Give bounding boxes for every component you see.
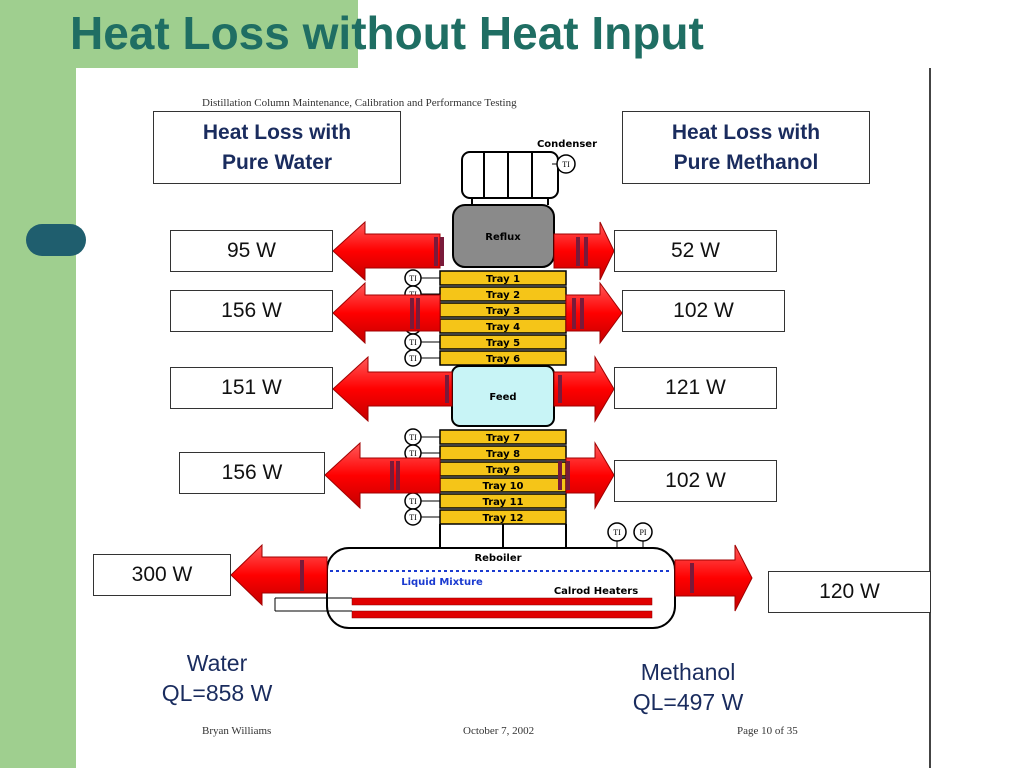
methanol-loss-upper-trays: 102 W xyxy=(622,290,785,332)
feed-label: Feed xyxy=(489,392,516,403)
heater-rod xyxy=(351,597,653,606)
right-arrow-5 xyxy=(674,544,753,612)
reflux-label: Reflux xyxy=(485,232,521,243)
water-summary: Water QL=858 W xyxy=(140,648,294,708)
water-loss-reboiler: 300 W xyxy=(93,554,231,596)
ti-label: TI xyxy=(409,449,417,458)
tray-8-label: Tray 8 xyxy=(486,449,520,460)
reboiler: TI PI Reboiler Liquid Mixture Calrod Hea… xyxy=(274,522,676,629)
methanol-summary-label: Methanol xyxy=(640,659,736,685)
tray-11-label: Tray 11 xyxy=(482,497,523,508)
right-arrow-1 xyxy=(553,221,615,281)
reboiler-ti-label: TI xyxy=(613,528,621,537)
tray-3-label: Tray 3 xyxy=(486,306,520,317)
reboiler-label: Reboiler xyxy=(474,553,521,564)
doc-footer-date: October 7, 2002 xyxy=(463,725,535,737)
right-arrow-4 xyxy=(558,441,615,510)
document-edge-line xyxy=(929,68,931,768)
condenser: Condenser TI xyxy=(461,139,597,199)
doc-footer-page: Page 10 of 35 xyxy=(737,725,798,737)
heaters-label: Calrod Heaters xyxy=(554,586,638,597)
right-arrow-2 xyxy=(565,281,623,345)
water-loss-lower-trays: 156 W xyxy=(179,452,325,494)
ti-label: TI xyxy=(409,497,417,506)
tray-2-label: Tray 2 xyxy=(486,290,520,301)
tray-5-label: Tray 5 xyxy=(486,338,520,349)
condenser-ti-gauge xyxy=(556,154,576,174)
tray-6-label: Tray 6 xyxy=(486,354,520,365)
document-header: Distillation Column Maintenance, Calibra… xyxy=(202,97,517,109)
condenser-ti-label: TI xyxy=(562,160,570,169)
green-side-bar xyxy=(0,0,76,768)
ti-label: TI xyxy=(409,433,417,442)
decorative-pill xyxy=(26,224,86,256)
tray-7-label: Tray 7 xyxy=(486,433,520,444)
condenser-label: Condenser xyxy=(537,139,597,150)
methanol-summary-ql: QL=497 W xyxy=(632,689,744,715)
methanol-header-line1: Heat Loss with xyxy=(671,121,821,144)
methanol-header-line2: Pure Methanol xyxy=(673,151,819,174)
methanol-summary: Methanol QL=497 W xyxy=(608,657,768,717)
tray-12-label: Tray 12 xyxy=(482,513,523,524)
ti-label: TI xyxy=(409,338,417,347)
methanol-loss-reboiler: 120 W xyxy=(768,571,931,613)
methanol-header-box: Heat Loss with Pure Methanol xyxy=(622,111,870,184)
methanol-loss-feed: 121 W xyxy=(614,367,777,409)
reboiler-pi-gauge xyxy=(633,522,653,542)
water-loss-reflux: 95 W xyxy=(170,230,333,272)
tray-9-label: Tray 9 xyxy=(486,465,520,476)
methanol-loss-reflux: 52 W xyxy=(614,230,777,272)
reflux-drum: Reflux xyxy=(452,198,574,268)
water-header-line1: Heat Loss with xyxy=(202,121,352,144)
ti-gauge xyxy=(404,349,422,367)
ti-gauge xyxy=(404,508,422,526)
left-arrow-2 xyxy=(332,281,441,345)
tray-4-label: Tray 4 xyxy=(486,322,520,333)
ti-label: TI xyxy=(409,354,417,363)
doc-footer-author: Bryan Williams xyxy=(202,725,272,737)
water-loss-upper-trays: 156 W xyxy=(170,290,333,332)
reboiler-pi-label: PI xyxy=(639,528,646,537)
ti-label: TI xyxy=(409,274,417,283)
left-arrow-3 xyxy=(332,355,453,423)
water-summary-label: Water xyxy=(186,650,248,676)
lower-tray-stack: Tray 7 Tray 8 Tray 9 Tray 10 Tray 11 Tra… xyxy=(439,429,567,525)
feed-section: Feed xyxy=(451,365,555,427)
heater-rod xyxy=(351,610,653,619)
right-arrow-3 xyxy=(553,355,615,423)
tray-10-label: Tray 10 xyxy=(482,481,523,492)
water-loss-feed: 151 W xyxy=(170,367,333,409)
green-top-bar xyxy=(0,0,358,68)
reboiler-ti-gauge xyxy=(607,522,627,542)
ti-label: TI xyxy=(409,513,417,522)
slide-title: Heat Loss without Heat Input xyxy=(70,7,704,59)
left-arrow-1 xyxy=(332,220,444,282)
upper-tray-stack: Tray 1 Tray 2 Tray 3 Tray 4 Tray 5 Tray … xyxy=(439,270,567,366)
left-arrow-5 xyxy=(230,543,328,607)
liquid-mixture-label: Liquid Mixture xyxy=(401,577,483,588)
tray-1-label: Tray 1 xyxy=(486,274,520,285)
methanol-loss-lower-trays: 102 W xyxy=(614,460,777,502)
water-summary-ql: QL=858 W xyxy=(161,680,273,706)
left-arrow-4 xyxy=(324,441,441,510)
water-header-line2: Pure Water xyxy=(221,151,333,174)
water-header-box: Heat Loss with Pure Water xyxy=(153,111,401,184)
